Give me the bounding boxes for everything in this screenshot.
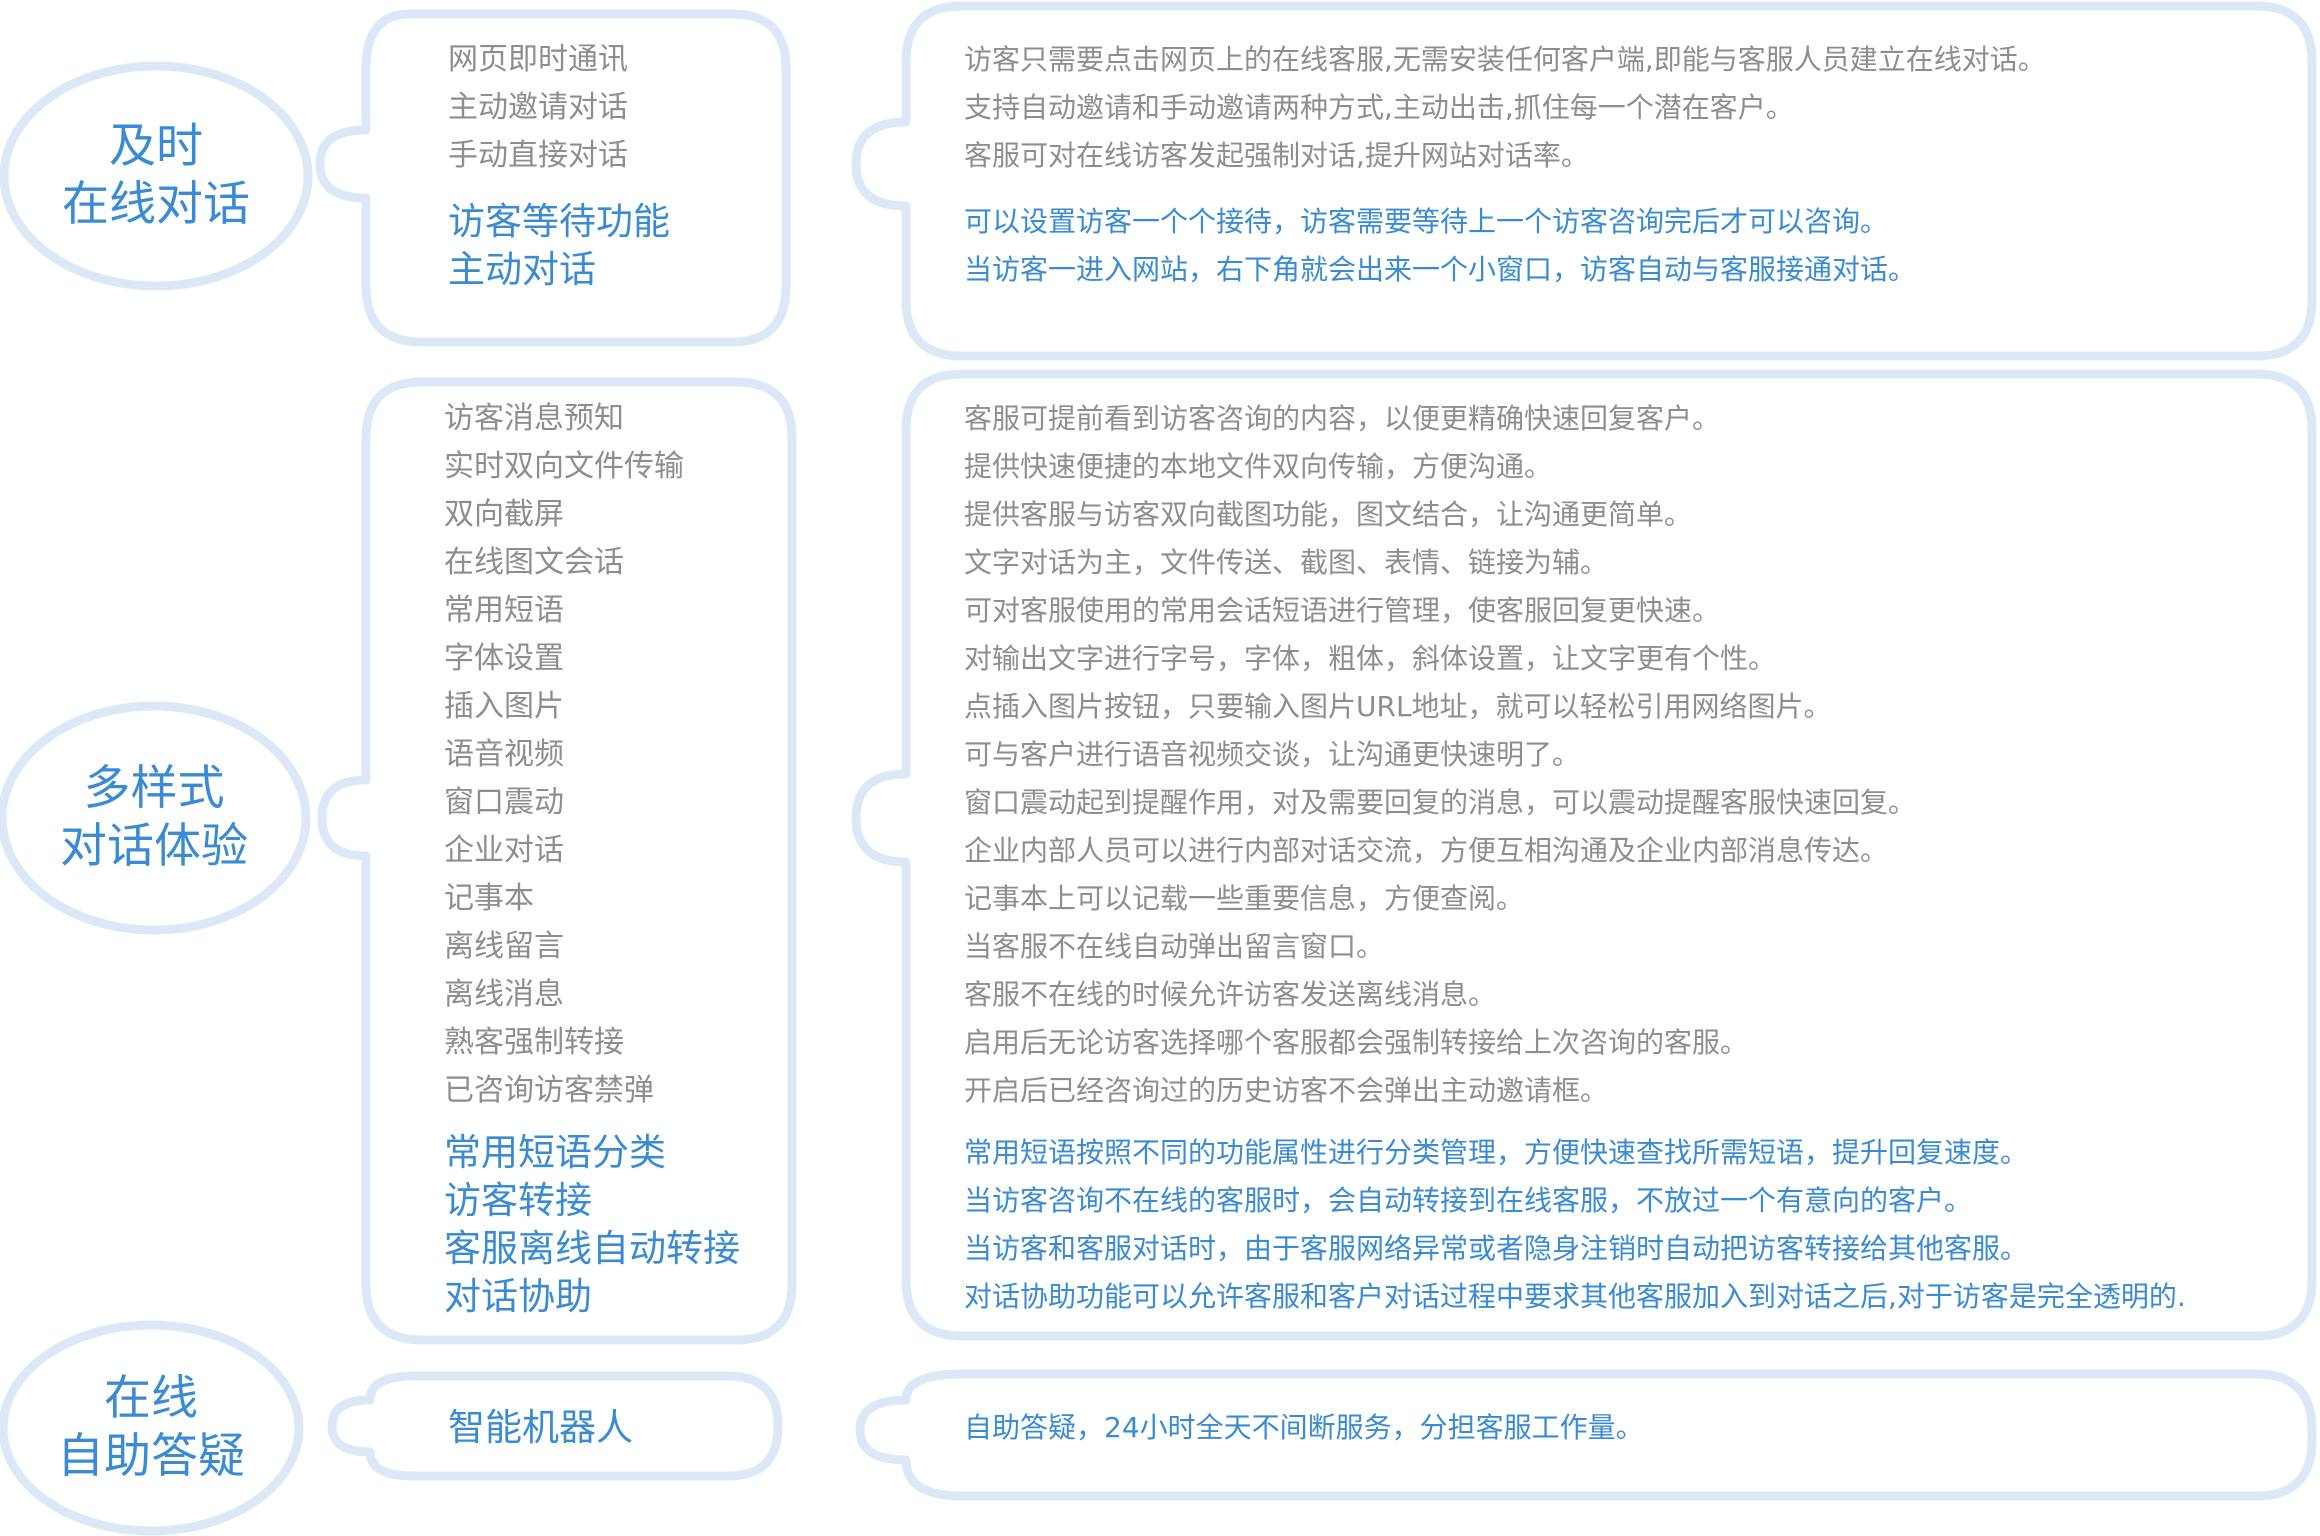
category-line: 自助答疑 (57, 1429, 245, 1484)
category-title-2: 多样式 对话体验 (4, 728, 304, 908)
description-item-highlight: 当访客和客服对话时，由于客服网络异常或者隐身注销时自动把访客转接给其他客服。 (964, 1232, 2029, 1265)
feature-list-1: 网页即时通讯 主动邀请对话 手动直接对话 访客等待功能 主动对话 (448, 36, 670, 294)
feature-item: 双向截屏 (444, 497, 564, 532)
category-title-3: 在线 自助答疑 (3, 1338, 299, 1518)
category-line: 及时 (109, 119, 203, 174)
description-item-highlight: 可以设置访客一个个接待，访客需要等待上一个访客咨询完后才可以咨询。 (964, 205, 1889, 238)
category-line: 对话体验 (60, 819, 248, 874)
feature-item: 已咨询访客禁弹 (444, 1073, 654, 1108)
feature-item: 离线消息 (444, 977, 564, 1012)
feature-item-highlight: 访客转接 (444, 1179, 592, 1222)
description-item: 企业内部人员可以进行内部对话交流，方便互相沟通及企业内部消息传达。 (964, 834, 1889, 867)
description-list-3: 自助答疑，24小时全天不间断服务，分担客服工作量。 (964, 1404, 1644, 1452)
feature-item: 插入图片 (444, 689, 564, 724)
description-list-1: 访客只需要点击网页上的在线客服,无需安装任何客户端,即能与客服人员建立在线对话。… (964, 36, 2046, 294)
category-bubble-3 (0, 1320, 304, 1536)
description-item: 提供快速便捷的本地文件双向传输，方便沟通。 (964, 450, 1553, 483)
description-item: 客服可提前看到访客咨询的内容，以便更精确快速回复客户。 (964, 402, 1721, 435)
description-item-highlight: 对话协助功能可以允许客服和客户对话过程中要求其他客服加入到对话之后,对于访客是完… (964, 1280, 2186, 1313)
feature-item: 字体设置 (444, 641, 564, 676)
feature-list-2: 访客消息预知 实时双向文件传输 双向截屏 在线图文会话 常用短语 字体设置 插入… (444, 395, 740, 1321)
description-item: 文字对话为主，文件传送、截图、表情、链接为辅。 (964, 546, 1609, 579)
feature-item: 手动直接对话 (448, 138, 628, 173)
category-bubble-2 (0, 701, 311, 935)
feature-list-3: 智能机器人 (448, 1404, 633, 1452)
description-item: 访客只需要点击网页上的在线客服,无需安装任何客户端,即能与客服人员建立在线对话。 (964, 43, 2046, 76)
description-item-highlight: 常用短语按照不同的功能属性进行分类管理，方便快速查找所需短语，提升回复速度。 (964, 1136, 2029, 1169)
feature-item: 在线图文会话 (444, 545, 624, 580)
description-item: 支持自动邀请和手动邀请两种方式,主动出击,抓住每一个潜在客户。 (964, 91, 1794, 124)
description-item: 当客服不在线自动弹出留言窗口。 (964, 930, 1385, 963)
feature-item: 访客消息预知 (444, 401, 624, 436)
description-item: 对输出文字进行字号，字体，粗体，斜体设置，让文字更有个性。 (964, 642, 1777, 675)
feature-item: 网页即时通讯 (448, 42, 628, 77)
description-item: 提供客服与访客双向截图功能，图文结合，让沟通更简单。 (964, 498, 1693, 531)
features-bubble-2 (317, 377, 797, 1345)
feature-item-highlight: 主动对话 (448, 248, 596, 291)
feature-item: 实时双向文件传输 (444, 449, 684, 484)
feature-item: 企业对话 (444, 833, 564, 868)
feature-item: 常用短语 (444, 593, 564, 628)
description-item: 启用后无论访客选择哪个客服都会强制转接给上次咨询的客服。 (964, 1026, 1749, 1059)
feature-item: 窗口震动 (444, 785, 564, 820)
feature-item: 熟客强制转接 (444, 1025, 624, 1060)
description-list-2: 客服可提前看到访客咨询的内容，以便更精确快速回复客户。 提供快速便捷的本地文件双… (964, 395, 2186, 1321)
description-item: 点插入图片按钮，只要输入图片URL地址，就可以轻松引用网络图片。 (964, 690, 1832, 723)
description-item: 客服可对在线访客发起强制对话,提升网站对话率。 (964, 139, 1589, 172)
feature-item-highlight: 访客等待功能 (448, 200, 670, 243)
description-item: 可与客户进行语音视频交谈，让沟通更快速明了。 (964, 738, 1581, 771)
description-item-highlight: 自助答疑，24小时全天不间断服务，分担客服工作量。 (964, 1411, 1644, 1444)
features-bubble-3 (327, 1371, 783, 1481)
feature-item-highlight: 常用短语分类 (444, 1131, 666, 1174)
feature-item-highlight: 客服离线自动转接 (444, 1227, 740, 1270)
description-item: 客服不在线的时候允许访客发送离线消息。 (964, 978, 1497, 1011)
feature-item: 离线留言 (444, 929, 564, 964)
description-item: 可对客服使用的常用会话短语进行管理，使客服回复更快速。 (964, 594, 1721, 627)
description-item: 记事本上可以记载一些重要信息，方便查阅。 (964, 882, 1525, 915)
feature-item-highlight: 对话协助 (444, 1275, 592, 1318)
features-bubble-1 (315, 9, 791, 347)
feature-item-highlight: 智能机器人 (448, 1406, 633, 1449)
category-line: 多样式 (83, 761, 225, 816)
description-item: 开启后已经咨询过的历史访客不会弹出主动邀请框。 (964, 1074, 1609, 1107)
description-bubble-1 (851, 1, 2317, 361)
feature-item: 语音视频 (444, 737, 564, 772)
category-bubble-1 (0, 61, 313, 291)
feature-item: 记事本 (444, 881, 534, 916)
feature-item: 主动邀请对话 (448, 90, 628, 125)
description-bubble-3 (855, 1369, 2317, 1501)
description-item-highlight: 当访客一进入网站，右下角就会出来一个小窗口，访客自动与客服接通对话。 (964, 253, 1917, 286)
category-title-1: 及时 在线对话 (6, 86, 306, 266)
description-item: 窗口震动起到提醒作用，对及需要回复的消息，可以震动提醒客服快速回复。 (964, 786, 1917, 819)
category-line: 在线 (104, 1371, 198, 1426)
description-bubble-2 (851, 369, 2317, 1341)
category-line: 在线对话 (62, 177, 250, 232)
description-item-highlight: 当访客咨询不在线的客服时，会自动转接到在线客服，不放过一个有意向的客户。 (964, 1184, 1973, 1217)
